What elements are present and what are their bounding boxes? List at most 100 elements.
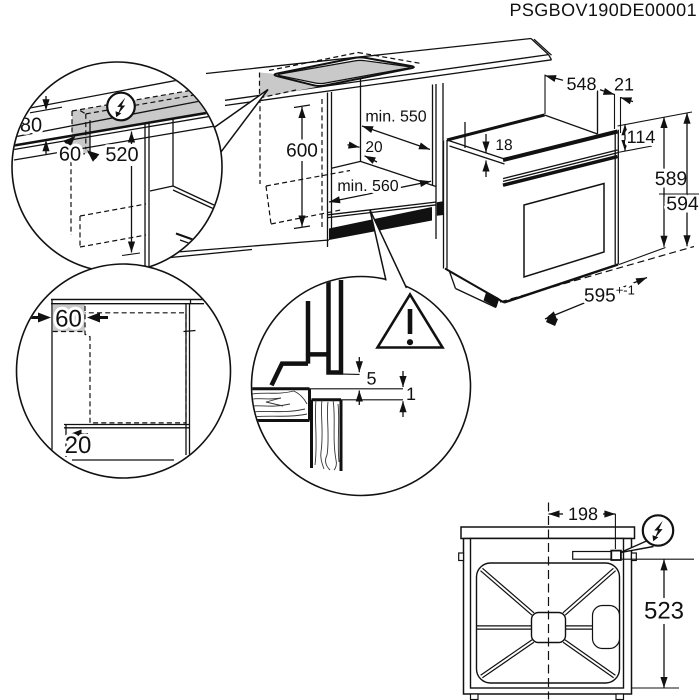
arrowhead <box>660 235 668 247</box>
dim-label-520: 520 <box>105 144 138 166</box>
dim-label-198: 198 <box>568 504 598 524</box>
drawing-line <box>449 145 505 165</box>
drawing-line <box>449 270 500 300</box>
dim-label-20-topview: 20 <box>65 432 92 459</box>
drawing-line <box>151 239 330 255</box>
part-number: PSGBOV190DE00001 <box>509 0 697 20</box>
drawing-polygon <box>620 541 654 553</box>
arrowhead <box>68 429 82 440</box>
drawing-line <box>293 225 311 230</box>
arrowhead <box>620 97 633 105</box>
drawing-line <box>205 37 532 75</box>
rear-side-pocket <box>591 604 621 650</box>
drawing-line <box>331 160 361 169</box>
arrowhead <box>482 160 490 172</box>
dashed-line <box>71 151 91 158</box>
drawing-line <box>172 185 216 207</box>
mains-terminal-box <box>610 549 622 561</box>
arrowhead <box>604 510 616 518</box>
arrowhead <box>418 142 430 150</box>
drawing-line <box>482 567 535 614</box>
arrowhead <box>87 312 100 323</box>
drawing-line <box>502 154 618 187</box>
connection-zone-topview <box>52 304 85 332</box>
detail-circle-gap <box>250 275 472 497</box>
arrowhead <box>127 131 136 143</box>
drawing-polygon <box>523 182 605 279</box>
drawing-line <box>547 54 553 61</box>
drawing-line <box>544 114 598 135</box>
drawing-polygon <box>436 201 444 216</box>
dashed-line <box>270 208 344 225</box>
dimension-line <box>329 373 360 375</box>
drawing-line <box>13 109 222 147</box>
dashed-line <box>268 51 359 72</box>
dashed-line <box>265 169 351 187</box>
dimension-line <box>617 145 653 154</box>
drawing-line <box>455 287 497 309</box>
dim-label-60-detail: 60 <box>59 144 81 166</box>
arrowhead <box>42 140 50 152</box>
arrowhead <box>660 117 668 128</box>
dashed-line <box>259 89 297 99</box>
dim-label-589: 589 <box>655 168 688 190</box>
drawing-line <box>446 139 504 160</box>
drawing-line <box>224 59 552 107</box>
drawing-line <box>480 570 533 616</box>
arrowhead <box>683 235 691 247</box>
arrowhead <box>87 150 100 162</box>
drawing-line <box>562 641 614 679</box>
arrowhead <box>362 126 374 133</box>
arrowhead <box>482 141 490 153</box>
foot-tab <box>469 693 479 700</box>
lightning-bolt-arrow <box>115 111 122 118</box>
drawing-line <box>172 189 214 210</box>
arrowhead <box>621 124 629 136</box>
rear-top-frame <box>460 526 636 540</box>
electric-supply-icon-rear <box>641 514 675 547</box>
drawing-line <box>369 209 387 281</box>
dashed-line <box>265 185 272 225</box>
arrowhead <box>63 136 76 149</box>
arrowhead <box>399 401 407 413</box>
drawing-line <box>564 639 616 676</box>
drawing-line <box>448 271 457 289</box>
arrowhead <box>42 99 50 111</box>
dim-label-60-topview: 60 <box>55 306 82 333</box>
dim-label-1: 1 <box>406 384 416 404</box>
dim-label-5: 5 <box>366 369 376 389</box>
drawing-line <box>533 38 552 56</box>
arrowhead <box>355 361 363 373</box>
dim-label-548: 548 <box>566 74 596 94</box>
drawing-line <box>183 329 196 333</box>
dim-label-114: 114 <box>627 127 656 147</box>
arrowhead <box>298 215 306 227</box>
dim-label-523: 523 <box>644 598 684 625</box>
oven-rear-view: 198 523 <box>458 501 694 700</box>
arrowhead <box>602 88 615 95</box>
arrowhead <box>355 390 363 402</box>
detail-top-view: 60 20 <box>15 263 232 479</box>
dimension-line <box>618 246 666 266</box>
drawing-line <box>562 567 614 614</box>
appliance-footprint-dashed <box>84 306 187 424</box>
arrowhead <box>329 196 341 204</box>
drawing-line <box>220 89 269 153</box>
drawing-line <box>480 639 533 676</box>
detail-front-gap: 5 1 <box>250 209 472 497</box>
main-installation-view: 600 min. 550 20 min. 560 <box>149 37 553 261</box>
warning-icon <box>375 292 445 349</box>
drawing-line <box>503 263 619 304</box>
wood-grain <box>314 399 340 471</box>
dashed-line <box>499 245 695 303</box>
hob-cutout-zone <box>259 72 319 98</box>
arrowhead <box>548 510 560 518</box>
arrowhead <box>38 312 51 323</box>
arrowhead <box>683 112 691 124</box>
drawing-line <box>502 129 618 162</box>
dashed-line <box>79 203 147 217</box>
drawing-line <box>446 113 545 142</box>
drawing-line <box>369 209 408 289</box>
cooktop-glass <box>277 59 411 85</box>
